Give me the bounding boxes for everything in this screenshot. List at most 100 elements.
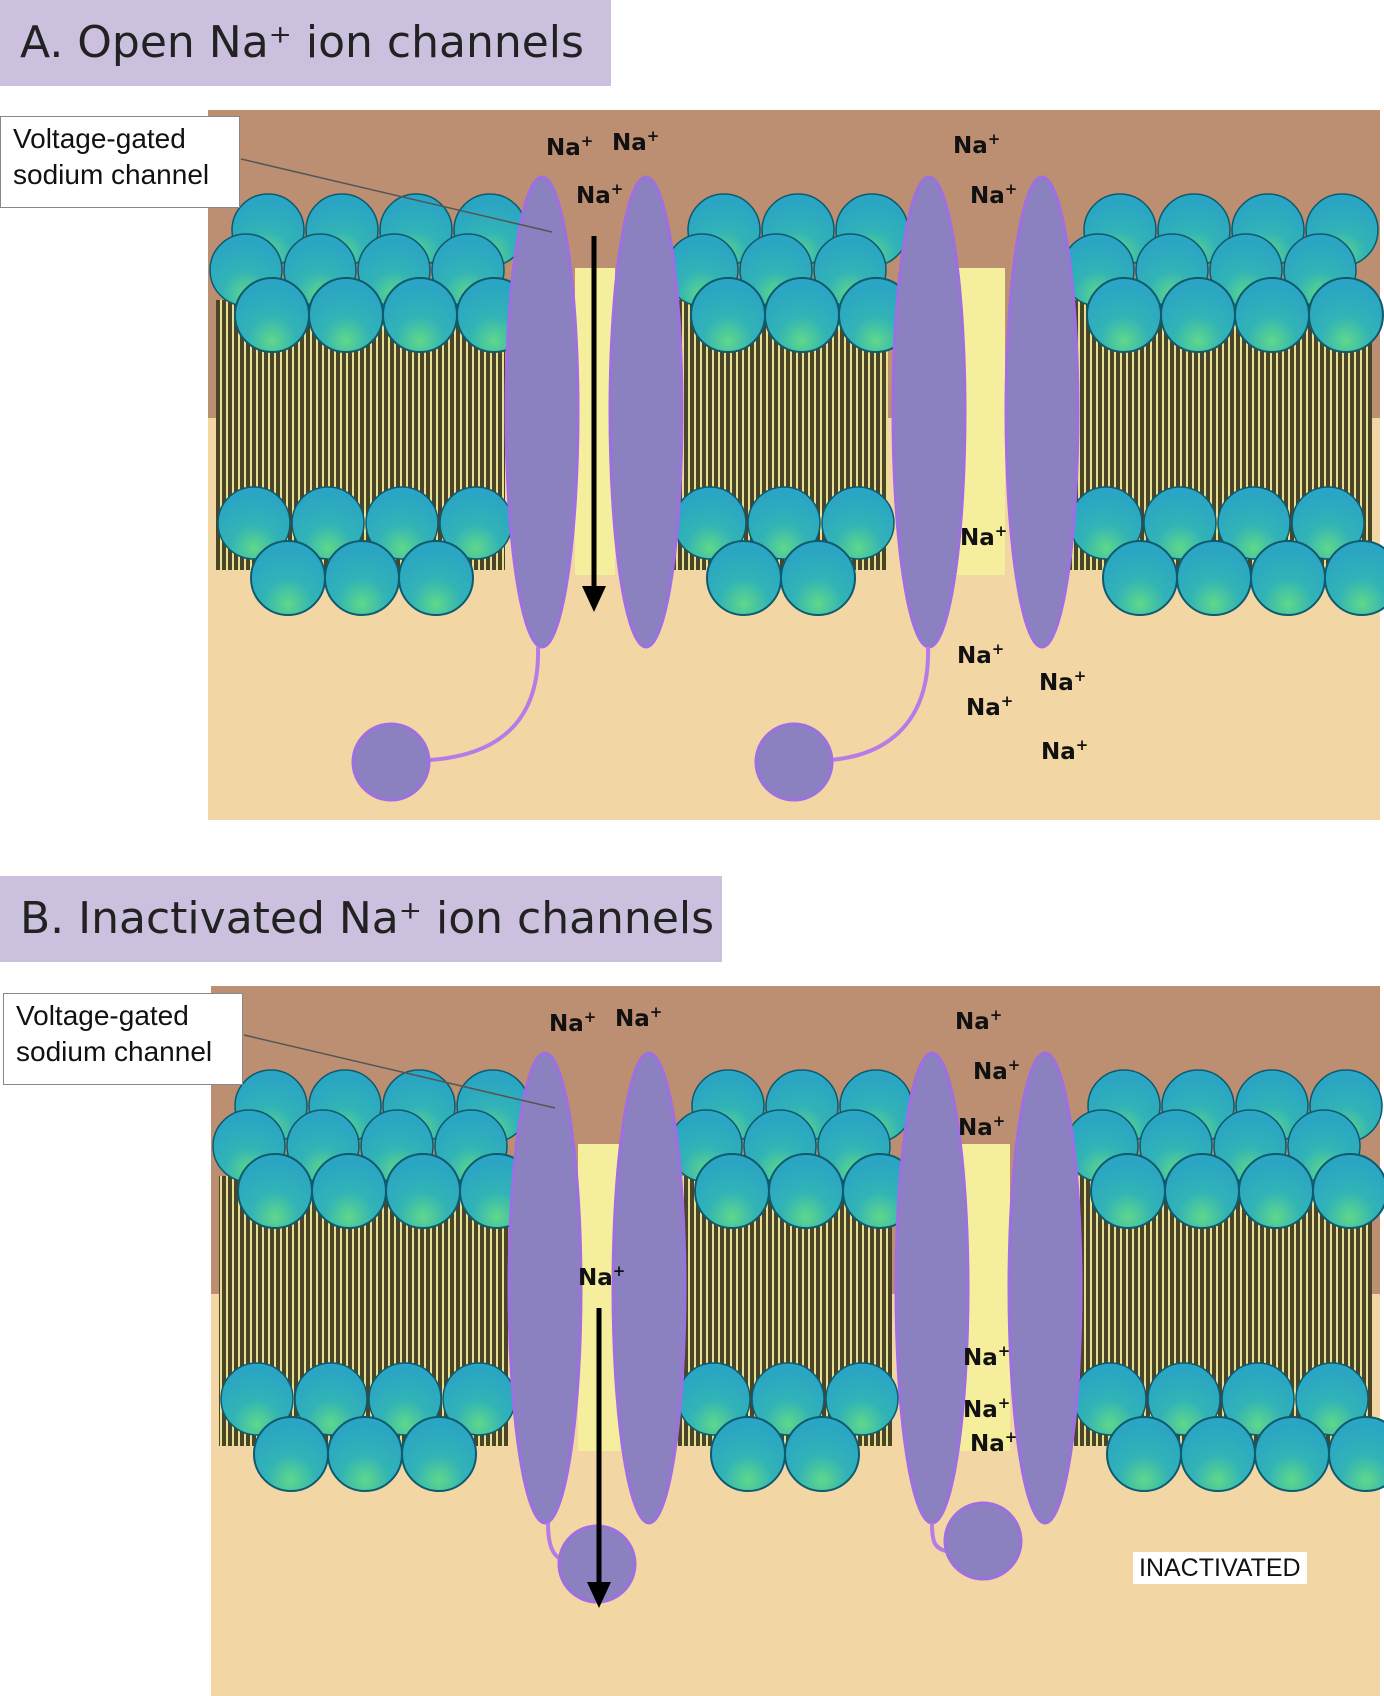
sodium-ion-label: Na+ [960, 522, 1007, 551]
phospholipid-head-icon [710, 1416, 786, 1492]
phospholipid-head-icon [1143, 486, 1217, 560]
phospholipid-head-icon [401, 1416, 477, 1492]
inactivation-gate-ball-icon [351, 722, 431, 802]
phospholipid-head-icon [1160, 277, 1236, 353]
gate-tether [930, 1522, 947, 1553]
ion-symbol: Na [963, 1397, 998, 1423]
phospholipid-head-icon [1086, 277, 1162, 353]
panel-a-callout: Voltage-gated sodium channel [0, 116, 240, 208]
sodium-ion-label: Na+ [970, 180, 1017, 209]
phospholipid-head-icon [1234, 277, 1310, 353]
ion-symbol: Na [957, 643, 992, 669]
inactivation-gate-ball-icon [943, 1501, 1023, 1581]
phospholipid-head-icon [751, 1362, 825, 1436]
ion-symbol: Na [960, 525, 995, 551]
phospholipid-head-icon [398, 540, 474, 616]
phospholipid-head-icon [365, 486, 439, 560]
phospholipid-head-icon [768, 1153, 844, 1229]
inactivation-gate-ball-icon [754, 722, 834, 802]
ion-symbol: Na [958, 1115, 993, 1141]
sodium-ion-label: Na+ [958, 1112, 1005, 1141]
ion-charge: + [993, 1112, 1006, 1130]
ion-channel-icon [1007, 1051, 1083, 1525]
phospholipid-head-icon [291, 486, 365, 560]
sodium-ion-label: Na+ [615, 1003, 662, 1032]
phospholipid-head-icon [234, 277, 310, 353]
sodium-ion-label: Na+ [970, 1428, 1017, 1457]
gate-tether [829, 646, 931, 762]
callout-line-2: sodium channel [16, 1036, 213, 1067]
ion-symbol: Na [612, 130, 647, 156]
ion-channel-icon [891, 175, 967, 649]
phospholipid-head-icon [780, 540, 856, 616]
ion-charge: + [1005, 180, 1018, 198]
phospholipid-head-icon [1102, 540, 1178, 616]
callout-line-2: sodium channel [13, 159, 210, 190]
ion-symbol: Na [578, 1265, 613, 1291]
phospholipid-head-icon [1328, 1416, 1384, 1492]
sodium-ion-label: Na+ [966, 692, 1013, 721]
phospholipid-head-icon [217, 486, 291, 560]
phospholipid-head-icon [1250, 540, 1326, 616]
sodium-ion-label: Na+ [612, 127, 659, 156]
phospholipid-head-icon [690, 277, 766, 353]
phospholipid-head-icon [1221, 1362, 1295, 1436]
ion-charge: + [613, 1262, 626, 1280]
phospholipid-head-icon [385, 1153, 461, 1229]
phospholipid-head-icon [1291, 486, 1365, 560]
callout-line-1: Voltage-gated [16, 1000, 189, 1031]
ion-charge: + [998, 1342, 1011, 1360]
phospholipid-head-icon [1238, 1153, 1314, 1229]
sodium-ion-label: Na+ [546, 132, 593, 161]
ion-symbol: Na [966, 695, 1001, 721]
panel-a-membrane-diagram: Na+Na+Na+Na+Na+Na+Na+Na+Na+Na+ [208, 110, 1384, 820]
callout-leader-line [243, 1034, 556, 1109]
sodium-ion-label: Na+ [963, 1394, 1010, 1423]
ion-symbol: Na [970, 1431, 1005, 1457]
phospholipid-head-icon [311, 1153, 387, 1229]
sodium-ion-label: Na+ [576, 180, 623, 209]
ion-charge: + [995, 522, 1008, 540]
ion-channel-icon [507, 1051, 583, 1525]
ion-charge: + [647, 127, 660, 145]
phospholipid-head-icon [1217, 486, 1291, 560]
ion-charge: + [1005, 1428, 1018, 1446]
ion-charge: + [998, 1394, 1011, 1412]
phospholipid-head-icon [1090, 1153, 1166, 1229]
ion-charge: + [1001, 692, 1014, 710]
phospholipid-head-icon [1308, 277, 1384, 353]
phospholipid-head-icon [1164, 1153, 1240, 1229]
inactivated-state-label: INACTIVATED [1133, 1552, 1307, 1584]
sodium-ion-label: Na+ [549, 1008, 596, 1037]
phospholipid-head-icon [250, 540, 326, 616]
ion-charge: + [1076, 736, 1089, 754]
ion-channel-icon [611, 1051, 687, 1525]
phospholipid-head-icon [237, 1153, 313, 1229]
phospholipid-head-icon [1254, 1416, 1330, 1492]
phospholipid-head-icon [694, 1153, 770, 1229]
ion-charge: + [1074, 667, 1087, 685]
ion-charge: + [581, 132, 594, 150]
sodium-ion-label: Na+ [578, 1262, 625, 1291]
phospholipid-head-icon [308, 277, 384, 353]
ion-charge: + [611, 180, 624, 198]
ion-symbol: Na [953, 133, 988, 159]
phospholipid-head-icon [764, 277, 840, 353]
sodium-ion-label: Na+ [1041, 736, 1088, 765]
ion-channel-icon [1004, 175, 1080, 649]
sodium-ion-label: Na+ [1039, 667, 1086, 696]
phospholipid-head-icon [1312, 1153, 1384, 1229]
ion-symbol: Na [546, 135, 581, 161]
phospholipid-head-icon [825, 1362, 899, 1436]
phospholipid-head-icon [747, 486, 821, 560]
phospholipid-head-icon [382, 277, 458, 353]
ion-symbol: Na [1041, 739, 1076, 765]
sodium-ion-label: Na+ [973, 1056, 1020, 1085]
sodium-ion-label: Na+ [963, 1342, 1010, 1371]
phospholipid-head-icon [324, 540, 400, 616]
ion-charge: + [990, 1006, 1003, 1024]
ion-symbol: Na [970, 183, 1005, 209]
panel-a-title: A. Open Na⁺ ion channels [0, 0, 611, 86]
phospholipid-head-icon [1324, 540, 1384, 616]
ion-symbol: Na [1039, 670, 1074, 696]
